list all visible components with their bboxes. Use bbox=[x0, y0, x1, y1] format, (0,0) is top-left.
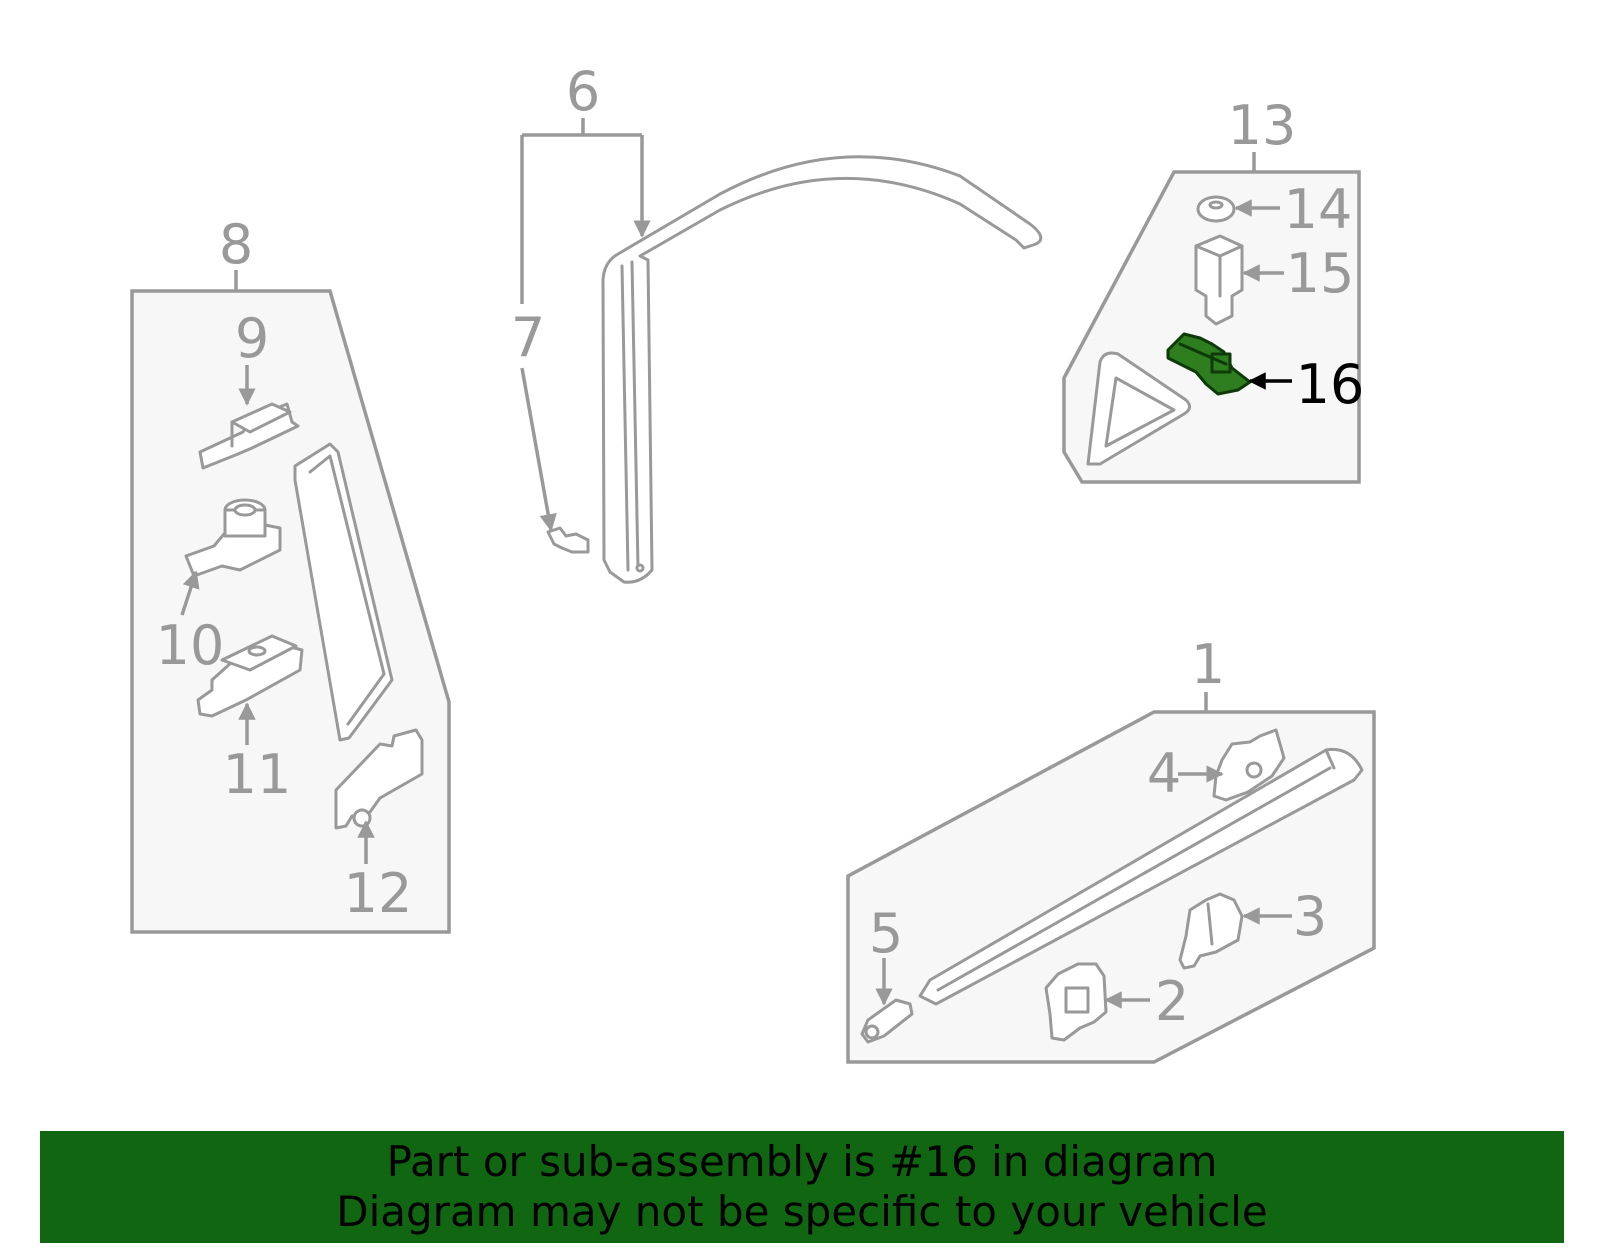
part-14-washer[interactable] bbox=[1196, 195, 1236, 223]
callout-9[interactable]: 9 bbox=[235, 307, 269, 370]
part-3-clip[interactable] bbox=[1178, 892, 1244, 970]
part-2-clip[interactable] bbox=[1044, 962, 1108, 1042]
callout-16[interactable]: 16 bbox=[1296, 353, 1365, 416]
callout-11[interactable]: 11 bbox=[223, 743, 292, 806]
callout-2[interactable]: 2 bbox=[1155, 970, 1189, 1033]
callout-4[interactable]: 4 bbox=[1147, 742, 1181, 805]
part-4-clip[interactable] bbox=[1212, 728, 1286, 802]
part-9-clip[interactable] bbox=[198, 402, 300, 470]
callout-15[interactable]: 15 bbox=[1286, 242, 1355, 305]
part-5-clip[interactable] bbox=[860, 998, 914, 1044]
callout-12[interactable]: 12 bbox=[344, 862, 413, 925]
sill-garnish[interactable] bbox=[918, 747, 1364, 1006]
callout-1[interactable]: 1 bbox=[1191, 633, 1225, 696]
info-banner: Part or sub-assembly is #16 in diagram D… bbox=[40, 1131, 1564, 1243]
callout-5[interactable]: 5 bbox=[869, 902, 903, 965]
quarter-garnish[interactable] bbox=[1086, 351, 1191, 466]
banner-line-1: Part or sub-assembly is #16 in diagram bbox=[386, 1137, 1218, 1186]
group-1: 1 4 3 2 bbox=[846, 633, 1376, 1064]
group-8: 8 9 10 11 bbox=[130, 213, 451, 934]
part-15-plug[interactable] bbox=[1194, 234, 1244, 326]
part-7-clip[interactable] bbox=[546, 526, 590, 554]
callout-14[interactable]: 14 bbox=[1284, 178, 1353, 241]
door-weatherstrip[interactable] bbox=[601, 155, 1043, 584]
callout-6[interactable]: 6 bbox=[566, 60, 600, 123]
callout-8[interactable]: 8 bbox=[219, 213, 253, 276]
banner-line-2: Diagram may not be specific to your vehi… bbox=[336, 1187, 1268, 1236]
callout-13[interactable]: 13 bbox=[1228, 94, 1297, 157]
callout-7[interactable]: 7 bbox=[511, 306, 545, 369]
callout-3[interactable]: 3 bbox=[1293, 885, 1327, 948]
part-10-nut-clip[interactable] bbox=[184, 498, 282, 578]
group-13: 13 14 15 16 bbox=[1062, 94, 1365, 484]
group-6-7: 6 7 bbox=[511, 60, 1043, 584]
callout-10[interactable]: 10 bbox=[156, 614, 225, 677]
pillar-garnish[interactable] bbox=[293, 442, 394, 742]
part-11-retainer[interactable] bbox=[196, 634, 304, 718]
group-8-box bbox=[130, 289, 451, 934]
